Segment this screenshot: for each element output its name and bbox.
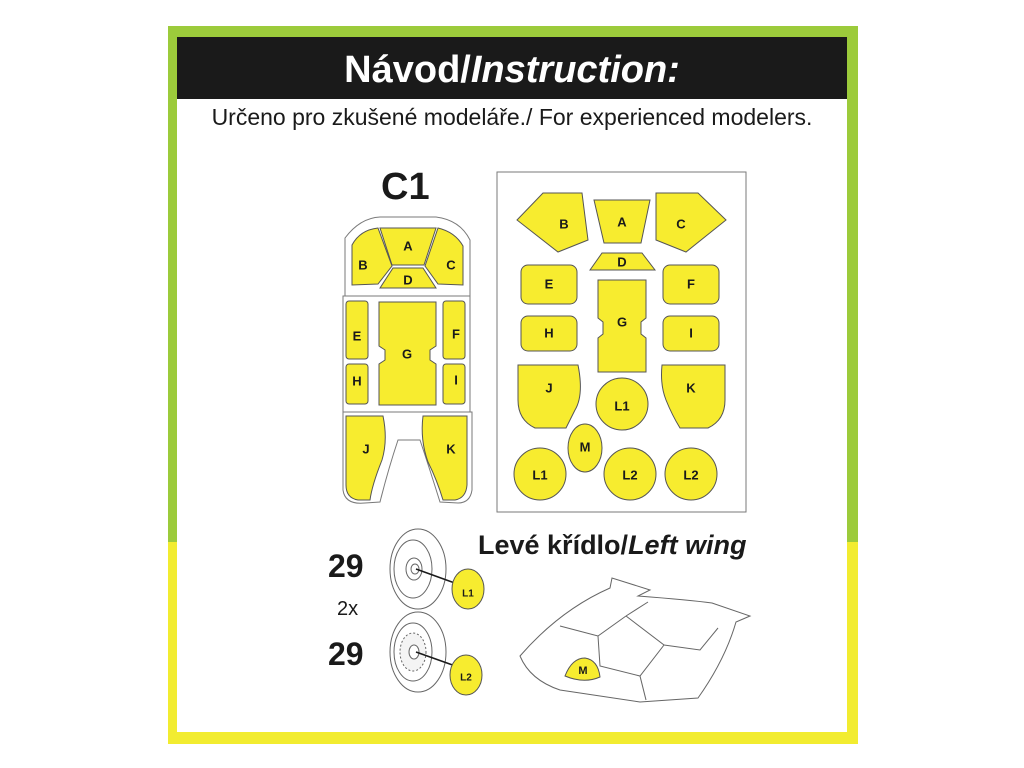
- wheel-top: [389, 528, 485, 610]
- wing-panel-line-3: [663, 627, 719, 651]
- sheet-mask-l1-top: [595, 377, 649, 431]
- wheel-part-top: 29: [328, 548, 364, 584]
- wheel-part-bottom: 29: [328, 636, 364, 672]
- sheet-label-f: F: [687, 276, 695, 291]
- canopy-label-a: A: [403, 238, 413, 253]
- canopy-mask-e: [345, 300, 369, 360]
- sheet-mask-b: [516, 192, 589, 253]
- wheel-bottom-mask: [449, 654, 483, 696]
- sheet-label-l1-bottom: L1: [532, 467, 547, 482]
- sheet-mask-g: [597, 279, 647, 373]
- canopy-label-j: J: [362, 441, 369, 456]
- sheet-mask-i: [662, 315, 720, 352]
- sheet-mask-e: [520, 264, 578, 305]
- wing-title: Levé křídlo/Left wing: [478, 530, 747, 561]
- canopy-mask-h: [345, 363, 369, 405]
- wheel-multiplier: 2x: [337, 598, 359, 620]
- canopy-mask-d: [379, 267, 437, 289]
- sheet-mask-h: [520, 315, 578, 352]
- canopy-label-h: H: [352, 373, 361, 388]
- wheel-top-axle: [410, 563, 420, 575]
- sheet-label-l1-top: L1: [614, 398, 629, 413]
- canopy-label-c: C: [446, 257, 456, 272]
- canopy-mask-f: [442, 300, 466, 360]
- canopy-mask-k: [421, 415, 468, 501]
- sheet-label-k: K: [686, 380, 696, 395]
- wing-mask-label: M: [578, 665, 587, 677]
- sheet-mask-l2-left: [603, 447, 657, 501]
- sheet-mask-l1-bottom: [513, 447, 567, 501]
- sheet-label-c: C: [676, 216, 686, 231]
- sheet-label-l2-left: L2: [622, 467, 637, 482]
- sheet-mask-k: [661, 364, 726, 429]
- canopy-mask-i: [442, 363, 466, 405]
- canopy-label-b: B: [358, 257, 367, 272]
- left-wing: [519, 577, 752, 703]
- wing-outline: [519, 577, 752, 703]
- sheet-mask-c: [655, 192, 727, 253]
- title-banner: Návod/Instruction:: [177, 37, 847, 99]
- sheet-label-m: M: [580, 439, 591, 454]
- wheel-bottom-mask-label: L2: [460, 673, 472, 684]
- wheel-top-mask: [451, 568, 485, 610]
- sheet-mask-j: [517, 364, 581, 429]
- sheet-mask-a: [593, 199, 651, 244]
- sheet-label-a: A: [617, 214, 627, 229]
- wheel-bottom-hub: [408, 644, 420, 660]
- sheet-mask-d: [589, 252, 657, 271]
- canopy-label-f: F: [452, 326, 460, 341]
- canopy-label-d: D: [403, 272, 412, 287]
- sheet-label: C1: [381, 166, 430, 208]
- subtitle: Určeno pro zkušené modeláře./ For experi…: [211, 104, 813, 130]
- wheel-bottom: [389, 611, 483, 696]
- canopy-label-k: K: [446, 441, 456, 456]
- sheet-label-d: D: [617, 254, 626, 269]
- sheet-label-g: G: [617, 314, 627, 329]
- sheet-label-e: E: [545, 276, 554, 291]
- title-english: Instruction:: [470, 49, 680, 91]
- canopy-mask-a: [379, 227, 437, 266]
- canopy-mask-b: [351, 227, 393, 286]
- sheet-mask-f: [662, 264, 720, 305]
- sheet-label-l2-right: L2: [683, 467, 698, 482]
- wing-title-czech: Levé křídlo/: [478, 530, 629, 560]
- sheet-label-b: B: [559, 216, 568, 231]
- canopy-mask-j: [345, 415, 386, 501]
- wheel-top-mask-label: L1: [462, 589, 474, 600]
- wing-panel-line-5: [625, 601, 649, 617]
- sheet-label-i: I: [689, 325, 693, 340]
- sheet-label-h: H: [544, 325, 553, 340]
- sheet-mask-m: [567, 423, 603, 473]
- wing-mask-m: [564, 657, 601, 681]
- sheet-mask-l2-right: [664, 447, 718, 501]
- title-czech: Návod/: [344, 49, 471, 91]
- canopy-label-g: G: [402, 346, 412, 361]
- canopy-label-e: E: [353, 328, 362, 343]
- canopy-label-i: I: [454, 372, 458, 387]
- canopy-mask-g: [378, 301, 437, 406]
- wing-title-english: Left wing: [628, 530, 747, 560]
- wing-panel-line-4: [639, 675, 647, 701]
- canopy-mask-c: [424, 227, 464, 286]
- sheet-label-j: J: [545, 380, 552, 395]
